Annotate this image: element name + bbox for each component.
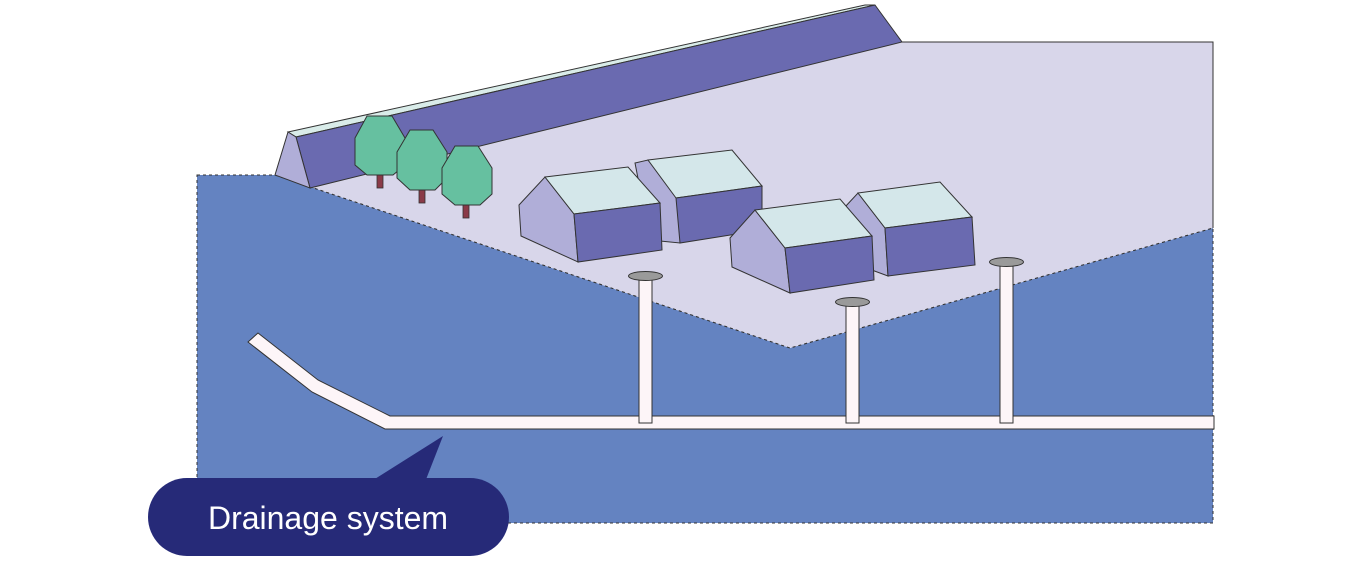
tree-icon xyxy=(441,145,493,219)
callout-label: Drainage system xyxy=(208,500,448,536)
house-icon xyxy=(518,166,663,263)
callout-pointer xyxy=(370,436,443,482)
tree-icon xyxy=(354,115,406,189)
callout-box xyxy=(148,478,509,556)
land-edge-right xyxy=(900,41,1214,228)
manhole-icon xyxy=(835,297,870,424)
manhole-icon xyxy=(628,271,663,424)
drainage-system-callout: Drainage system xyxy=(148,436,509,556)
embankment-side xyxy=(274,131,311,189)
house-icon xyxy=(729,198,875,294)
drainage-pipe-main xyxy=(247,332,1215,430)
tree-icon xyxy=(396,129,448,204)
land-edge-front xyxy=(274,174,1214,349)
embankment xyxy=(274,4,903,189)
manhole-icon xyxy=(989,257,1024,424)
